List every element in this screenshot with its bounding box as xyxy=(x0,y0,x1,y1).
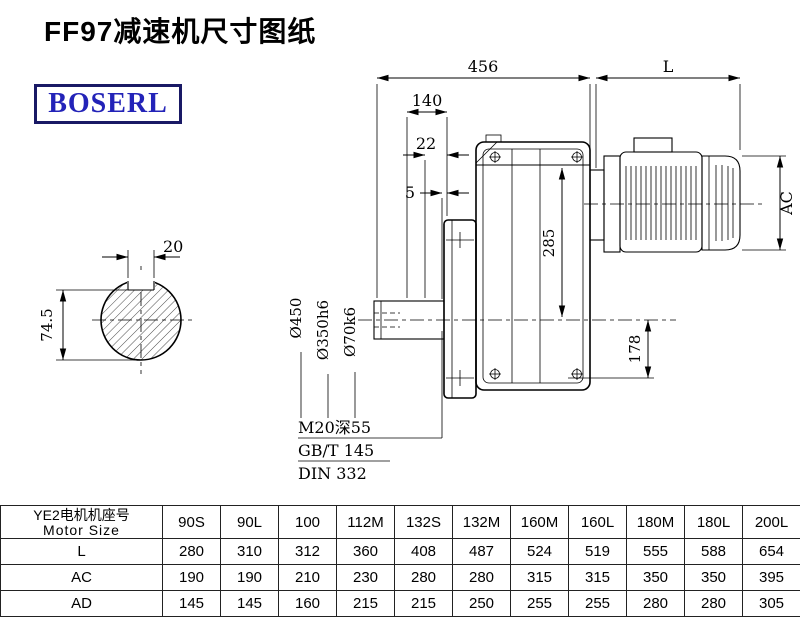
table-cell: 555 xyxy=(627,539,685,565)
note-thread-spec: M20深55 xyxy=(298,418,371,437)
table-cell: 315 xyxy=(511,565,569,591)
table-cell: 312 xyxy=(279,539,337,565)
note-gb-standard: GB/T 145 xyxy=(298,441,374,460)
table-header-row: YE2电机机座号 Motor Size 90S 90L 100 112M 132… xyxy=(1,506,800,539)
table-cell: 408 xyxy=(395,539,453,565)
table-row-AC: AC 190 190 210 230 280 280 315 315 350 3… xyxy=(1,565,800,591)
table-cell: 215 xyxy=(337,591,395,617)
table-cell: 160 xyxy=(279,591,337,617)
table-cell: 654 xyxy=(743,539,800,565)
dimension-178: 178 xyxy=(568,320,654,378)
dimension-spigot-diameter: Ø350h6 xyxy=(314,300,332,418)
dim-key-height-label: 74.5 xyxy=(38,308,56,341)
dim-spigot-diameter-label: Ø350h6 xyxy=(314,300,332,360)
gearbox-side-view xyxy=(358,135,762,398)
table-cell: 145 xyxy=(221,591,279,617)
technical-drawing: 20 74.5 xyxy=(0,0,800,505)
note-din-standard: DIN 332 xyxy=(298,464,367,483)
table-cell: 215 xyxy=(395,591,453,617)
table-corner-header: YE2电机机座号 Motor Size xyxy=(1,506,163,539)
dim-140-label: 140 xyxy=(412,91,443,110)
table-cell: 145 xyxy=(163,591,221,617)
column-header: 132M xyxy=(453,506,511,539)
motor-size-header-en: Motor Size xyxy=(1,523,162,538)
gear-housing xyxy=(476,135,590,390)
table-cell: 487 xyxy=(453,539,511,565)
row-label: AD xyxy=(1,591,163,617)
table-cell: 350 xyxy=(685,565,743,591)
row-label: AC xyxy=(1,565,163,591)
column-header: 180M xyxy=(627,506,685,539)
dim-shaft-diameter-label: Ø70k6 xyxy=(341,307,359,357)
dimension-456: 456 xyxy=(377,57,590,298)
dimension-flange-diameter: Ø450 xyxy=(287,298,305,418)
table-cell: 280 xyxy=(395,565,453,591)
drawing-area: FF97减速机尺寸图纸 BOSERL 20 xyxy=(0,0,800,505)
dim-5-label: 5 xyxy=(405,183,415,202)
dim-key-width-label: 20 xyxy=(163,237,183,256)
table-cell: 190 xyxy=(163,565,221,591)
shaft-section-view: 20 74.5 xyxy=(38,237,192,374)
table-cell: 360 xyxy=(337,539,395,565)
mounting-flange xyxy=(444,220,476,398)
dimension-5: 5 xyxy=(405,183,469,299)
dimension-22: 22 xyxy=(403,134,469,298)
motor-size-table: YE2电机机座号 Motor Size 90S 90L 100 112M 132… xyxy=(0,505,800,617)
column-header: 90L xyxy=(221,506,279,539)
column-header: 160L xyxy=(569,506,627,539)
table-cell: 280 xyxy=(453,565,511,591)
table-cell: 310 xyxy=(221,539,279,565)
dimension-shaft-diameter: Ø70k6 xyxy=(341,307,359,418)
dimension-AC: AC xyxy=(742,156,796,250)
row-label: L xyxy=(1,539,163,565)
table-cell: 315 xyxy=(569,565,627,591)
dimension-L: L xyxy=(596,57,740,168)
motor-body xyxy=(620,138,702,252)
shaft-cross-section xyxy=(101,280,181,360)
table-cell: 395 xyxy=(743,565,800,591)
terminal-box xyxy=(634,138,672,152)
dim-flange-diameter-label: Ø450 xyxy=(287,298,305,339)
dimension-285: 285 xyxy=(540,168,562,317)
table-cell: 210 xyxy=(279,565,337,591)
bolt-hole-marks xyxy=(489,151,583,380)
table-cell: 524 xyxy=(511,539,569,565)
dim-456-label: 456 xyxy=(468,57,499,76)
table-cell: 255 xyxy=(569,591,627,617)
table-cell: 255 xyxy=(511,591,569,617)
table-cell: 305 xyxy=(743,591,800,617)
dim-285-label: 285 xyxy=(540,229,558,258)
dim-22-label: 22 xyxy=(416,134,436,153)
column-header: 180L xyxy=(685,506,743,539)
table-cell: 230 xyxy=(337,565,395,591)
column-header: 160M xyxy=(511,506,569,539)
dim-178-label: 178 xyxy=(626,335,644,364)
table-cell: 250 xyxy=(453,591,511,617)
table-cell: 280 xyxy=(627,591,685,617)
table-cell: 280 xyxy=(163,539,221,565)
dim-AC-label: AC xyxy=(777,191,796,216)
column-header: 100 xyxy=(279,506,337,539)
table-cell: 350 xyxy=(627,565,685,591)
table-cell: 519 xyxy=(569,539,627,565)
dim-L-label: L xyxy=(663,57,674,76)
table-cell: 190 xyxy=(221,565,279,591)
fan-cover xyxy=(702,156,740,250)
table-row-L: L 280 310 312 360 408 487 524 519 555 58… xyxy=(1,539,800,565)
table-cell: 280 xyxy=(685,591,743,617)
motor-size-header-cn: YE2电机机座号 xyxy=(1,507,162,523)
column-header: 200L xyxy=(743,506,800,539)
column-header: 112M xyxy=(337,506,395,539)
column-header: 132S xyxy=(395,506,453,539)
table-row-AD: AD 145 145 160 215 215 250 255 255 280 2… xyxy=(1,591,800,617)
column-header: 90S xyxy=(163,506,221,539)
table-cell: 588 xyxy=(685,539,743,565)
